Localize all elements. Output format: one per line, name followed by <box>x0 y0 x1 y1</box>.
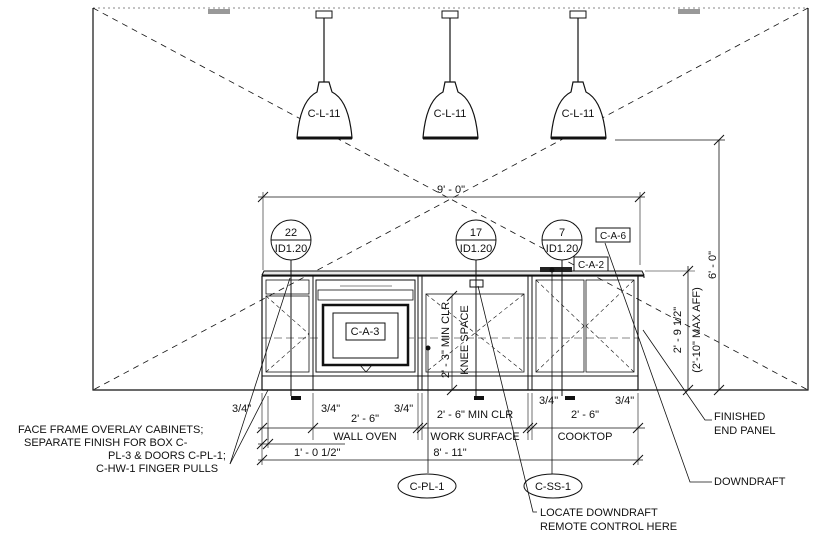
finished-end-line-2: END PANEL <box>714 425 776 437</box>
wall-oven: C-A-3 <box>315 279 416 373</box>
pendant-tag-3: C-L-11 <box>562 108 595 120</box>
pendant-light-3: C-L-11 <box>550 10 607 140</box>
gap-right-label: 3/4" <box>615 395 634 407</box>
face-frame-note-line-1: FACE FRAME OVERLAY CABINETS; <box>18 424 203 436</box>
note-face-frame: FACE FRAME OVERLAY CABINETS; SEPARATE FI… <box>18 277 291 475</box>
counter-height-dimension: 2' - 9 1/2" (2'-10" MAX AFF) <box>645 265 703 396</box>
work-surface-width-label: 2' - 6" MIN CLR <box>437 409 513 421</box>
downdraft-note: DOWNDRAFT <box>714 476 786 488</box>
face-frame-note-line-2: SEPARATE FINISH FOR BOX C- <box>24 437 188 449</box>
callout-sheet: ID1.20 <box>546 243 578 255</box>
note-downdraft: DOWNDRAFT <box>604 242 786 488</box>
oven-tag: C-A-3 <box>351 326 380 338</box>
dimension-row-2: 1' - 0 1/2" <box>256 428 345 459</box>
gap-left-label: 3/4" <box>232 403 251 415</box>
knee-space-label: KNEE SPACE <box>459 305 471 375</box>
section-callout-7: 7 ID1.20 <box>541 219 583 396</box>
counter-height-max-label: (2'-10" MAX AFF) <box>691 287 703 372</box>
gap-oven-left-label: 3/4" <box>321 403 340 415</box>
pendant-tag-1: C-L-11 <box>308 108 341 120</box>
remote-note-line-2: REMOTE CONTROL HERE <box>540 521 677 533</box>
callout-number: 7 <box>559 227 565 239</box>
overall-width-dimension: 9' - 0" <box>257 184 646 270</box>
dimension-row-1: 3/4" 3/4" 3/4" 3/4" 3/4" 2' - 6" 2' - 6"… <box>232 393 645 465</box>
c-pl-1-tag: C-PL-1 <box>410 481 445 493</box>
face-frame-note-line-3: PL-3 & DOORS C-PL-1; <box>108 450 226 462</box>
note-finished-end: FINISHED END PANEL <box>642 329 776 437</box>
finished-end-line-1: FINISHED <box>714 411 765 423</box>
section-callout-22: 22 ID1.20 <box>270 219 312 396</box>
cooktop-width-label: 2' - 6" <box>571 409 599 421</box>
overall-width-label: 9' - 0" <box>437 184 465 196</box>
wall-oven-width-label: 2' - 6" <box>351 413 379 425</box>
left-panel-label: 1' - 0 1/2" <box>294 447 340 459</box>
height-dimension-6ft: 6' - 0" <box>615 134 725 396</box>
callout-number: 17 <box>470 227 482 239</box>
gap-oven-right-label: 3/4" <box>394 403 413 415</box>
gap-cooktop-left-label: 3/4" <box>539 395 558 407</box>
pendant-tag-2: C-L-11 <box>434 108 467 120</box>
knee-space-annotation: 2' - 3" MIN CLR KNEE SPACE <box>425 279 484 396</box>
note-remote: LOCATE DOWNDRAFT REMOTE CONTROL HERE <box>477 285 677 533</box>
overall-base-label: 8' - 11" <box>433 447 466 459</box>
section-label-wall-oven: WALL OVEN <box>333 431 396 443</box>
face-frame-note-line-4: C-HW-1 FINGER PULLS <box>96 463 218 475</box>
callout-number: 22 <box>285 227 297 239</box>
counter-height-label: 2' - 9 1/2" <box>672 307 684 353</box>
base-cabinets <box>261 276 645 400</box>
knee-clear-label: 2' - 3" MIN CLR <box>440 302 452 378</box>
height-6ft-label: 6' - 0" <box>707 251 719 279</box>
cooktop-assembly: C-A-6 C-A-2 <box>540 227 631 273</box>
pendant-light-1: C-L-11 <box>296 10 353 140</box>
callout-sheet: ID1.20 <box>460 243 492 255</box>
countertop <box>261 270 645 277</box>
callout-sheet: ID1.20 <box>275 243 307 255</box>
pendant-light-2: C-L-11 <box>422 10 479 140</box>
remote-note-line-1: LOCATE DOWNDRAFT <box>540 507 658 519</box>
c-ss-1-tag: C-SS-1 <box>535 481 571 493</box>
section-label-work-surface: WORK SURFACE <box>430 431 519 443</box>
section-callout-17: 17 ID1.20 <box>455 219 497 396</box>
cooktop-tag: C-A-2 <box>578 260 605 271</box>
dimension-row-3: 8' - 11" <box>256 447 644 466</box>
material-tag-c-ss-1: C-SS-1 <box>523 270 583 499</box>
section-label-cooktop: COOKTOP <box>558 431 613 443</box>
downdraft-tag: C-A-6 <box>600 231 627 242</box>
material-tag-c-pl-1: C-PL-1 <box>397 348 457 499</box>
